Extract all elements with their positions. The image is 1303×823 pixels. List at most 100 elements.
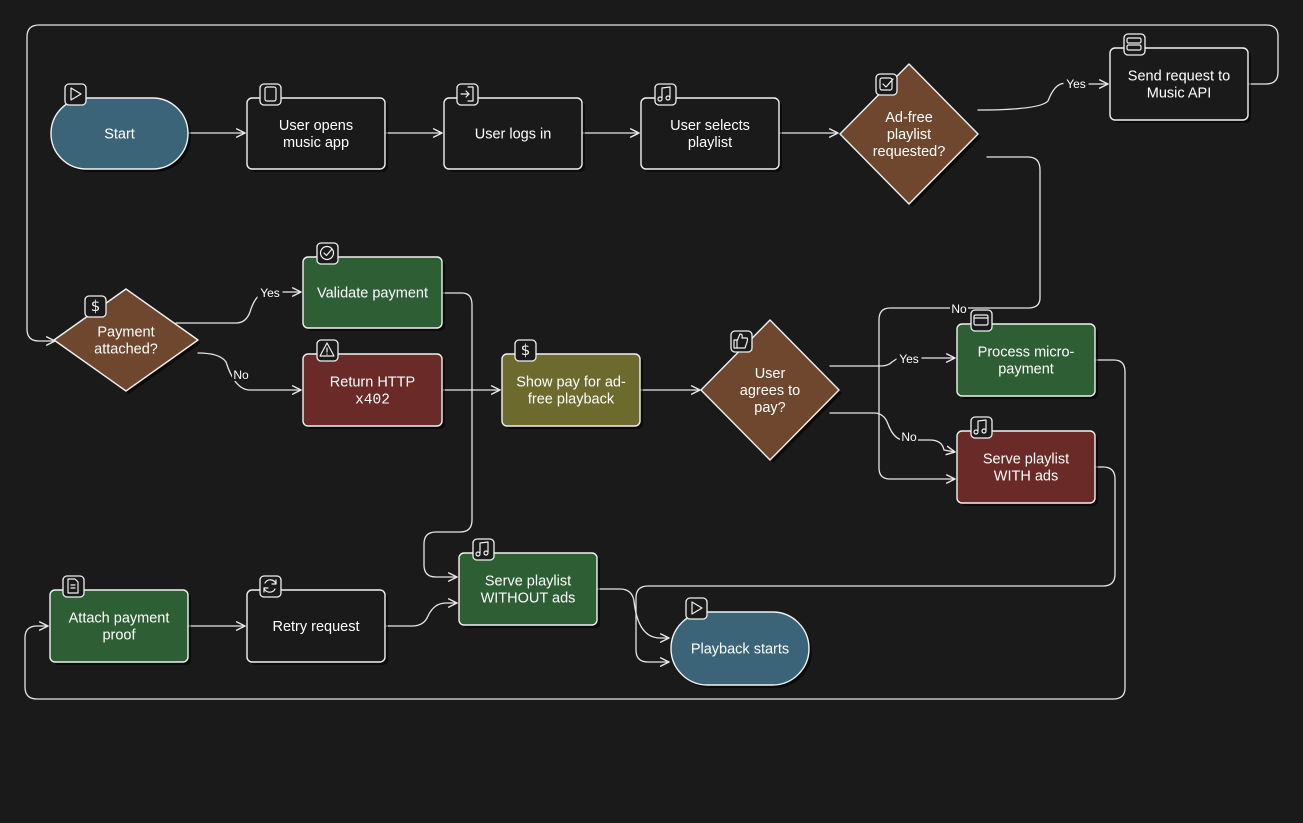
- edge-process_payment-to-attach_proof: [24, 359, 1126, 700]
- node-shape: [670, 611, 810, 686]
- music-note-icon: [472, 538, 495, 561]
- node-shape: [246, 589, 386, 663]
- warning-icon: [316, 339, 339, 362]
- edge-line: [829, 353, 956, 367]
- node-label: music app: [283, 135, 349, 151]
- phone-icon: [259, 83, 282, 106]
- edge-line: [423, 292, 473, 582]
- edge-serve_without_ads-to-playback_starts: [596, 588, 670, 643]
- node-label: WITH ads: [994, 469, 1058, 485]
- node-label: Ad-free: [885, 110, 933, 126]
- icon-frame: [472, 538, 495, 561]
- node-label: x402: [355, 393, 390, 409]
- node-label: Validate payment: [317, 286, 428, 302]
- node-shape: [640, 97, 780, 170]
- node-label: playlist: [688, 135, 732, 151]
- edge-line: [977, 79, 1109, 111]
- node-label: playlist: [887, 127, 931, 143]
- edge-validate_payment-to-serve_without_ads: [423, 292, 473, 582]
- refresh-icon: [259, 575, 282, 598]
- edge-line: [24, 359, 1126, 700]
- node-playback-starts[interactable]: Playback starts: [670, 597, 812, 688]
- icon-frame: [259, 575, 282, 598]
- node-validate-payment[interactable]: Validate payment: [302, 242, 445, 331]
- node-label: proof: [102, 628, 136, 644]
- node-label: Payment: [97, 325, 154, 341]
- edge-line: [596, 588, 670, 643]
- checkbox-icon: [875, 73, 898, 96]
- node-shape: [302, 256, 443, 329]
- node-label: payment: [998, 362, 1054, 378]
- node-shape: [49, 589, 189, 663]
- login-icon: [456, 83, 479, 106]
- node-show-pay[interactable]: Show pay for ad-free playback $: [501, 339, 643, 429]
- icon-frame: [514, 339, 537, 362]
- edge-label: No: [951, 302, 967, 316]
- edge-adfree_decision-to-send_request: Yes: [977, 76, 1109, 111]
- node-start[interactable]: Start: [50, 83, 191, 172]
- icon-frame: [64, 83, 87, 106]
- node-label: User selects: [670, 118, 750, 134]
- dollar-icon: $: [514, 339, 537, 362]
- node-shape: [443, 97, 583, 170]
- node-label: Serve playlist: [983, 452, 1069, 468]
- edge-line: [635, 466, 1116, 667]
- node-return-402[interactable]: Return HTTP x402: [302, 339, 445, 429]
- check-circle-icon: [316, 242, 339, 265]
- icon-frame: [730, 330, 753, 353]
- edge-payment_decision-to-return_402: No: [197, 352, 302, 395]
- node-label: Return HTTP: [330, 375, 415, 391]
- node-label: free playback: [528, 392, 615, 408]
- node-label: User logs in: [475, 127, 552, 143]
- node-label: Process micro-: [978, 345, 1075, 361]
- edge-label: Yes: [260, 286, 280, 300]
- node-label: Attach payment: [69, 611, 170, 627]
- icon-frame: [875, 73, 898, 96]
- play-icon: [64, 83, 87, 106]
- edge-line: [26, 24, 1279, 346]
- edge-label: Yes: [899, 352, 919, 366]
- node-label: User opens: [279, 118, 353, 134]
- edge-payment_decision-to-validate_payment: Yes: [175, 285, 302, 324]
- node-process-payment[interactable]: Process micro-payment: [956, 309, 1098, 399]
- node-login[interactable]: User logs in: [443, 83, 585, 172]
- node-shape: [50, 97, 189, 170]
- node-label: Serve playlist: [485, 574, 571, 590]
- edge-label: Yes: [1066, 77, 1086, 91]
- edge-send_request-to-payment_decision: [26, 24, 1279, 346]
- node-retry-request[interactable]: Retry request: [246, 575, 388, 665]
- svg-text:$: $: [91, 297, 101, 315]
- node-shape: [956, 323, 1096, 397]
- edge-serve_with_ads-to-playback_starts: [635, 466, 1116, 667]
- edge-line: [829, 412, 956, 456]
- node-label: requested?: [873, 144, 946, 160]
- node-label: User: [755, 366, 786, 382]
- music-note-icon: [654, 83, 677, 106]
- node-label: Playback starts: [691, 642, 789, 658]
- thumbs-up-icon: [730, 330, 753, 353]
- node-shape: [956, 430, 1096, 504]
- node-label: Start: [104, 127, 135, 143]
- edge-line: [197, 352, 302, 395]
- edge-agree_decision-to-serve_with_ads: No: [829, 412, 956, 456]
- icon-frame: [84, 295, 107, 318]
- node-label: WITHOUT ads: [481, 591, 576, 607]
- node-label: Show pay for ad-: [516, 375, 626, 391]
- edge-retry_request-to-serve_without_ads: [384, 598, 458, 627]
- edge-label: No: [901, 430, 917, 444]
- node-label: pay?: [754, 400, 785, 416]
- server-icon: [1123, 33, 1146, 56]
- node-shape: [458, 552, 598, 626]
- node-shape: [501, 353, 641, 427]
